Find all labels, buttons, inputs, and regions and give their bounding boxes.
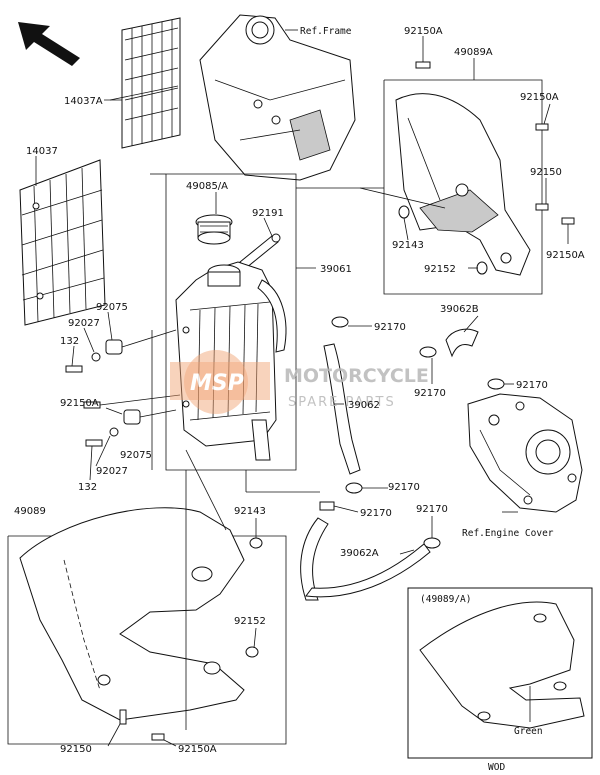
mount-hardware-left [65,329,181,470]
label-92170-f: 92170 [416,504,448,515]
label-92150A-r2: 92150A [546,250,585,261]
shroud-left-lower [7,449,287,745]
radiator-cap [195,214,233,245]
label-92143-r: 92143 [392,240,424,251]
breather-hose [239,233,281,269]
label-92170-e: 92170 [360,508,392,519]
label-92150-r: 92150 [530,167,562,178]
label-132-b: 132 [78,482,97,493]
label-49089A: 49089A [454,47,493,58]
frame [199,14,356,181]
label-ref-frame: Ref.Frame [300,26,352,37]
label-92150A-top: 92150A [404,26,443,37]
inset-panel [407,587,593,759]
label-92170-c: 92170 [516,380,548,391]
radiator-right [175,261,287,461]
inset-title: (49089/A) [420,594,471,605]
radiator-box [150,173,316,471]
direction-arrow-icon [18,22,80,66]
label-39062: 39062 [348,400,380,411]
label-49085A: 49085/A [186,181,228,192]
label-39062B: 39062B [440,304,479,315]
label-92075-b: 92075 [120,450,152,461]
label-92150A-l: 92150A [60,398,99,409]
label-132-a: 132 [60,336,79,347]
label-92170-d: 92170 [388,482,420,493]
inset-green-label: Green [514,726,543,737]
shroud-right-upper [383,79,543,295]
label-92150A-b: 92150A [178,744,217,755]
label-92027-a: 92027 [68,318,100,329]
leader-lines [35,36,569,747]
radiator-left [19,159,106,326]
part-labels: Ref.Frame 92150A 49089A 14037A 92150A 92… [14,26,585,773]
label-92143-b: 92143 [234,506,266,517]
label-92150A-r1: 92150A [520,92,559,103]
label-49089: 49089 [14,506,46,517]
label-39061: 39061 [320,264,352,275]
coolant-hoses [245,316,505,601]
label-92191: 92191 [252,208,284,219]
label-ref-engine-cover: Ref.Engine Cover [462,528,554,539]
label-14037: 14037 [26,146,58,157]
label-92150-b: 92150 [60,744,92,755]
label-39062A: 39062A [340,548,379,559]
label-92075-a: 92075 [96,302,128,313]
inset-code: WOD [488,762,505,773]
radiator-guard-top [109,17,181,149]
label-92170-a: 92170 [374,322,406,333]
label-92027-b: 92027 [96,466,128,477]
mount-hardware-right [296,61,575,275]
engine-cover [467,393,583,513]
label-92152-r: 92152 [424,264,456,275]
watermark-logo: MSP [190,371,244,396]
watermark-line1: MOTORCYCLE [284,365,429,387]
watermark-line2: SPARE PARTS [288,395,396,410]
label-14037A: 14037A [64,96,103,107]
watermark: MSP MOTORCYCLE SPARE PARTS [170,350,429,414]
label-92170-b: 92170 [414,388,446,399]
label-92152-b: 92152 [234,616,266,627]
